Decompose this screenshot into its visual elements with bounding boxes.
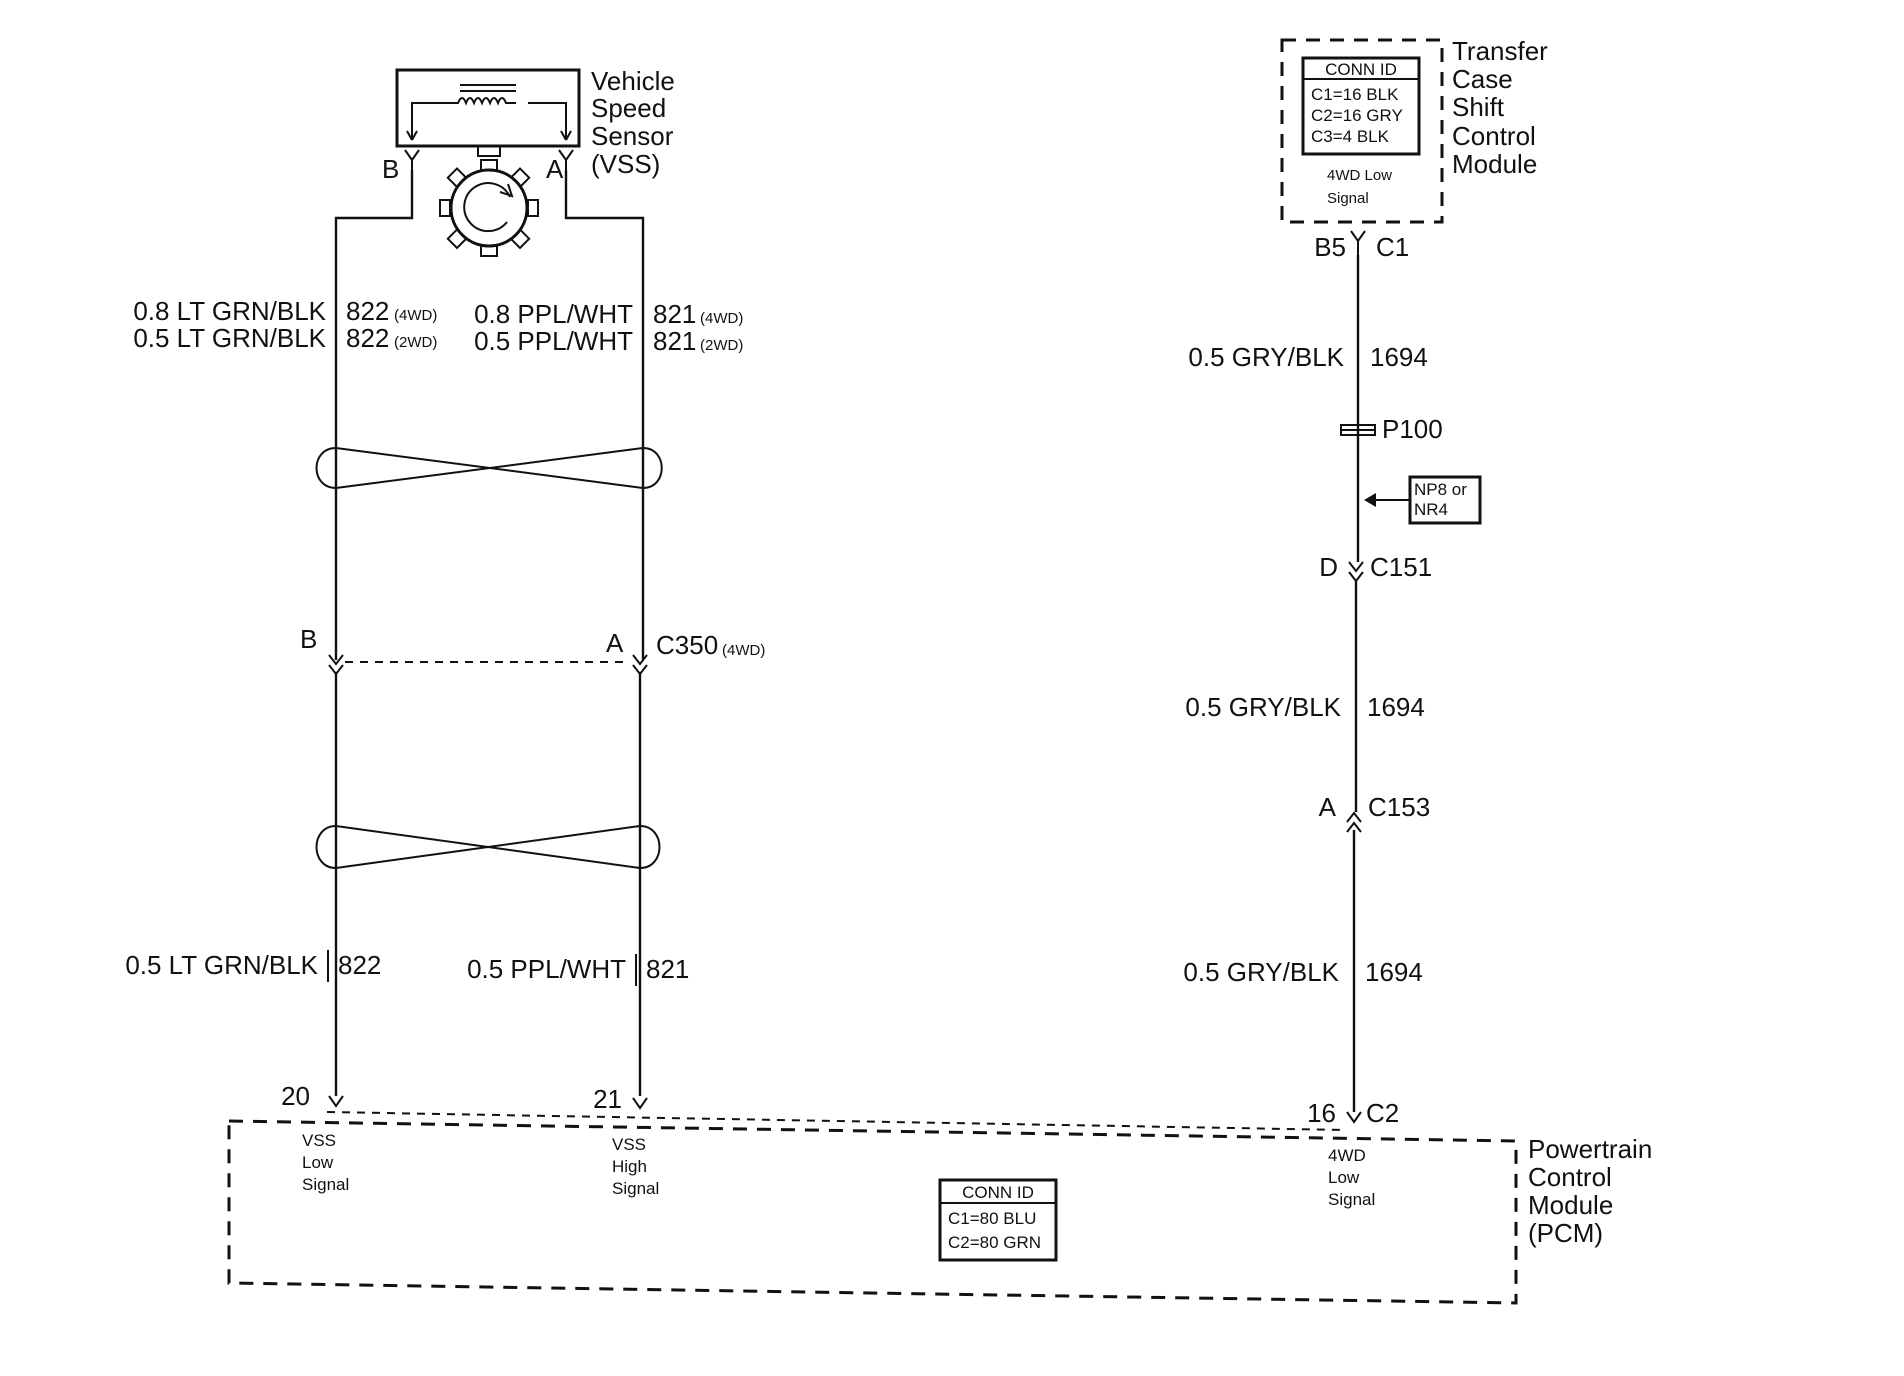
wire-1694-circuit-1: 1694	[1370, 342, 1428, 372]
pcm-conn-c1: C1=80 BLU	[948, 1209, 1036, 1228]
c153-pin: A	[1319, 792, 1337, 822]
wire-1694	[1352, 255, 1360, 1112]
pcm-pin-21-line-2: High	[612, 1157, 647, 1176]
connector-c153: A C153	[1319, 792, 1430, 833]
tccm-connector-c1: C1	[1376, 232, 1409, 262]
option-line-1: NP8 or	[1414, 480, 1467, 499]
tccm-title-4: Control	[1452, 121, 1536, 151]
tccm-signal-1: 4WD Low	[1327, 167, 1392, 184]
pcm-pin-16-line-2: Low	[1328, 1168, 1360, 1187]
wire-822-note-2wd: (2WD)	[394, 334, 437, 351]
wire-822-circuit-4wd: 822	[346, 296, 389, 326]
c350-pin-a: A	[606, 628, 624, 658]
wire-821-note-2wd: (2WD)	[700, 337, 743, 354]
pcm-title-4: (PCM)	[1528, 1218, 1603, 1248]
wire-1694-color-3: 0.5 GRY/BLK	[1183, 957, 1339, 987]
wire-822-note-4wd: (4WD)	[394, 307, 437, 324]
option-np8-nr4: NP8 or NR4	[1364, 475, 1482, 525]
twisted-pair-upper	[315, 447, 663, 489]
pcm-pin-16: 16	[1307, 1098, 1336, 1128]
tccm-conn-c2: C2=16 GRY	[1311, 106, 1403, 125]
tccm-title-3: Shift	[1452, 92, 1505, 122]
vss-title-1: Vehicle	[591, 66, 675, 96]
reluctor-wheel-icon	[439, 159, 539, 257]
vss-sensor: Vehicle Speed Sensor (VSS) B A	[382, 66, 675, 257]
powertrain-control-module: 20 21 16 C2 VSS Low Signal VSS High Sign…	[227, 1081, 1652, 1305]
pcm-pin-20: 20	[281, 1081, 310, 1111]
twisted-pair-lower	[315, 825, 661, 869]
wire-822	[334, 170, 414, 1096]
wire-labels-lower: 0.5 LT GRN/BLK 822 0.5 PPL/WHT 821	[125, 950, 689, 986]
tccm-signal-2: Signal	[1327, 190, 1369, 207]
c350-pin-b: B	[300, 624, 317, 654]
splice-p100-label: P100	[1382, 414, 1443, 444]
pcm-pin-21: 21	[593, 1084, 622, 1114]
wire-1694-color-2: 0.5 GRY/BLK	[1185, 692, 1341, 722]
wire-821-circuit-2wd: 821	[653, 326, 696, 356]
wire-labels-upper: 0.8 LT GRN/BLK 0.5 LT GRN/BLK 822 822 (4…	[133, 296, 743, 356]
pcm-title-3: Module	[1528, 1190, 1613, 1220]
vss-title-4: (VSS)	[591, 149, 660, 179]
c350-name: C350	[656, 630, 718, 660]
transfer-case-module: CONN ID C1=16 BLK C2=16 GRY C3=4 BLK 4WD…	[1280, 36, 1548, 262]
c151-name: C151	[1370, 552, 1432, 582]
vss-pin-b: B	[382, 154, 399, 184]
wire-822-circuit-lower: 822	[338, 950, 381, 980]
c153-name: C153	[1368, 792, 1430, 822]
wire-822-color-2wd: 0.5 LT GRN/BLK	[133, 323, 326, 353]
pcm-outline	[227, 1119, 1518, 1305]
tccm-conn-id: CONN ID	[1325, 60, 1397, 79]
pcm-pin-16-line-3: Signal	[1328, 1190, 1375, 1209]
pcm-pin-20-line-3: Signal	[302, 1175, 349, 1194]
vss-coil-icon	[448, 97, 516, 106]
vss-title-2: Speed	[591, 93, 666, 123]
pcm-title-1: Powertrain	[1528, 1134, 1652, 1164]
wire-1694-circuit-2: 1694	[1367, 692, 1425, 722]
wire-822-color-4wd: 0.8 LT GRN/BLK	[133, 296, 326, 326]
pcm-pin-20-line-1: VSS	[302, 1131, 336, 1150]
tccm-outline	[1280, 38, 1444, 224]
connector-c350: B A C350 (4WD)	[300, 624, 765, 676]
vss-title-3: Sensor	[591, 121, 674, 151]
pcm-conn-c2: C2=80 GRN	[948, 1233, 1041, 1252]
c151-pin: D	[1319, 552, 1338, 582]
tccm-conn-c1: C1=16 BLK	[1311, 85, 1399, 104]
wire-1694-circuit-3: 1694	[1365, 957, 1423, 987]
wire-821-circuit-4wd: 821	[653, 299, 696, 329]
wire-821-color-2wd: 0.5 PPL/WHT	[474, 326, 633, 356]
c350-note: (4WD)	[722, 642, 765, 659]
wire-821-circuit-lower: 821	[646, 954, 689, 984]
pcm-pin-16-line-1: 4WD	[1328, 1146, 1366, 1165]
pcm-connector-c2: C2	[1366, 1098, 1399, 1128]
wire-821-color-lower: 0.5 PPL/WHT	[467, 954, 626, 984]
vss-body	[395, 68, 581, 148]
tccm-conn-c3: C3=4 BLK	[1311, 127, 1390, 146]
pcm-title-2: Control	[1528, 1162, 1612, 1192]
wire-822-circuit-2wd: 822	[346, 323, 389, 353]
tccm-title-1: Transfer	[1452, 36, 1548, 66]
pcm-pin-21-line-3: Signal	[612, 1179, 659, 1198]
wire-1694-color-1: 0.5 GRY/BLK	[1188, 342, 1344, 372]
wire-821	[564, 170, 645, 1096]
splice-p100: P100	[1340, 414, 1443, 444]
wire-821-color-4wd: 0.8 PPL/WHT	[474, 299, 633, 329]
wire-821-note-4wd: (4WD)	[700, 310, 743, 327]
pcm-pin-21-line-1: VSS	[612, 1135, 646, 1154]
wire-1694-labels: 0.5 GRY/BLK 1694 0.5 GRY/BLK 1694 0.5 GR…	[1183, 340, 1428, 987]
tccm-title-5: Module	[1452, 149, 1537, 179]
wire-822-color-lower: 0.5 LT GRN/BLK	[125, 950, 318, 980]
tccm-pin-b5: B5	[1314, 232, 1346, 262]
vss-pin-a: A	[546, 154, 564, 184]
connector-c151: D C151	[1319, 552, 1432, 583]
pcm-pin-20-line-2: Low	[302, 1153, 334, 1172]
tccm-title-2: Case	[1452, 64, 1513, 94]
pcm-conn-id: CONN ID	[962, 1183, 1034, 1202]
option-line-2: NR4	[1414, 500, 1448, 519]
